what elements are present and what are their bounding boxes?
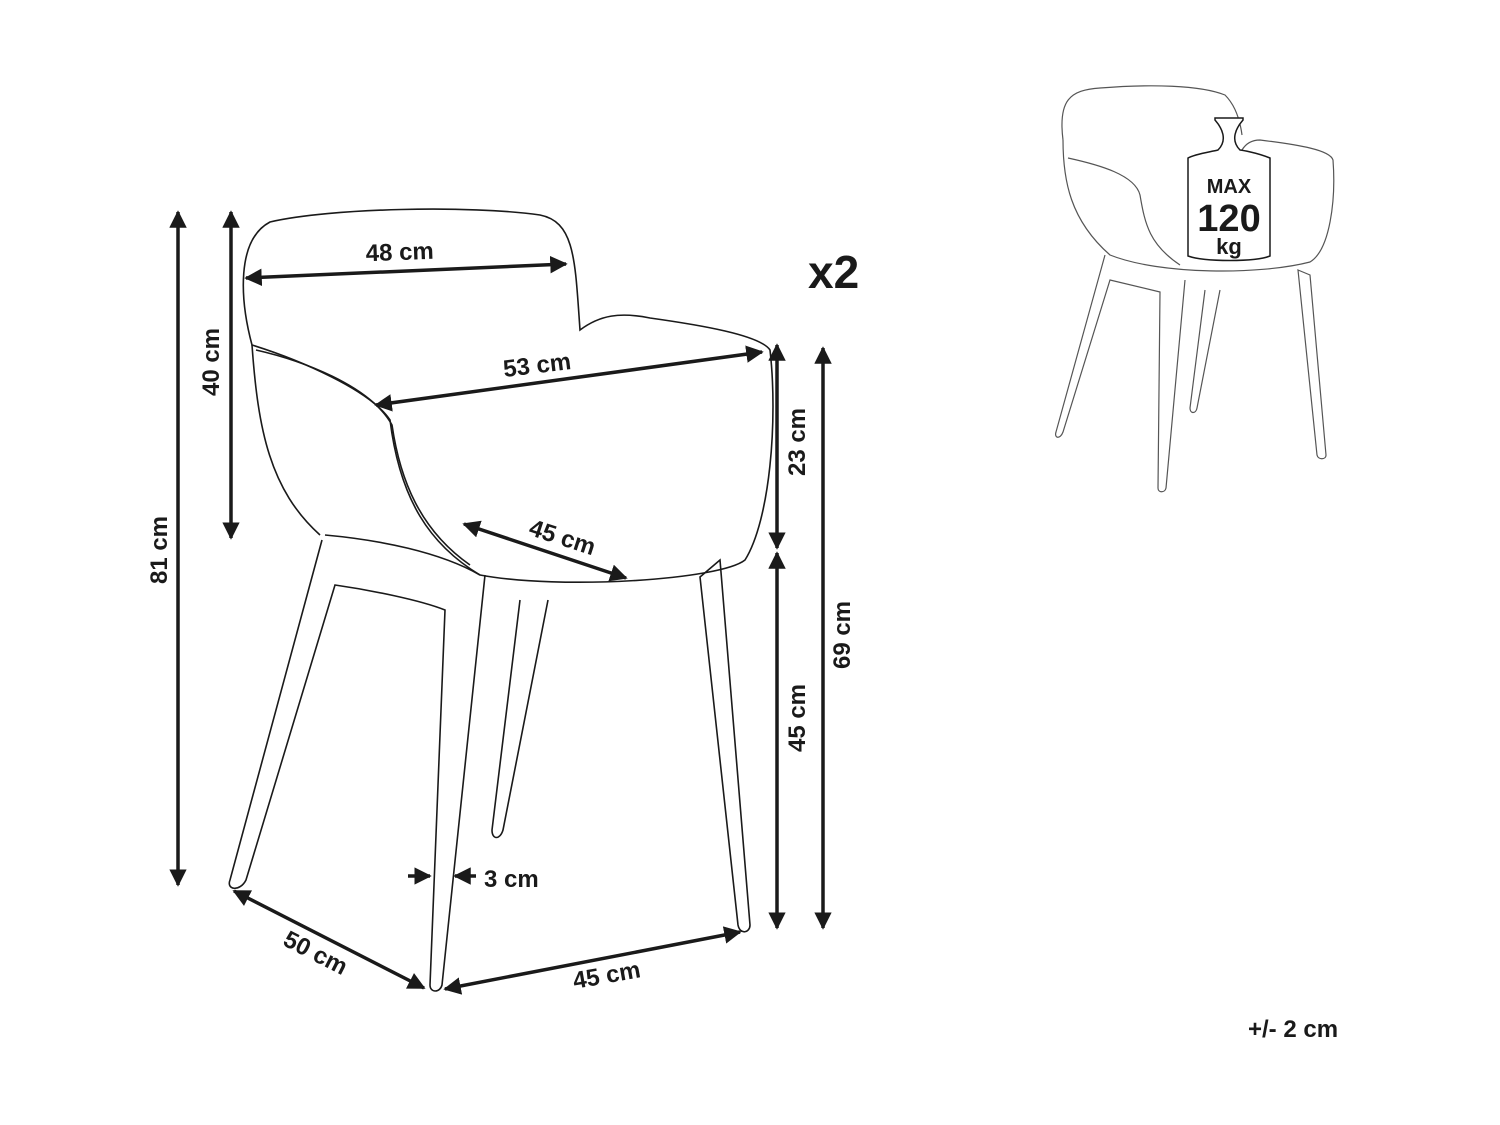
label-leg-thickness: 3 cm <box>484 866 539 893</box>
label-seat-height: 45 cm <box>784 684 811 752</box>
max-load-weight-icon: MAX 120 kg <box>1187 117 1271 262</box>
dim-base-width <box>443 926 742 995</box>
load-max-text: MAX <box>1207 176 1252 198</box>
thumbnail-chair <box>1055 85 1335 493</box>
dim-seat-depth <box>462 520 628 582</box>
dim-total-width <box>374 345 764 412</box>
quantity-label: x2 <box>808 246 859 298</box>
label-armrest-height: 23 cm <box>784 408 811 476</box>
label-backrest-width: 48 cm <box>365 238 434 267</box>
load-unit-text: kg <box>1216 234 1242 259</box>
label-armrest-floor-height: 69 cm <box>829 601 856 669</box>
dim-base-depth <box>232 889 426 990</box>
dimension-lines <box>169 210 832 995</box>
label-total-height: 81 cm <box>146 516 173 584</box>
chair-outline <box>228 208 774 992</box>
dim-backrest-width <box>244 255 568 287</box>
tolerance-label: +/- 2 cm <box>1248 1016 1338 1043</box>
label-backrest-height: 40 cm <box>198 328 225 396</box>
label-seat-depth: 45 cm <box>526 515 599 562</box>
load-value-text: 120 <box>1197 198 1260 240</box>
